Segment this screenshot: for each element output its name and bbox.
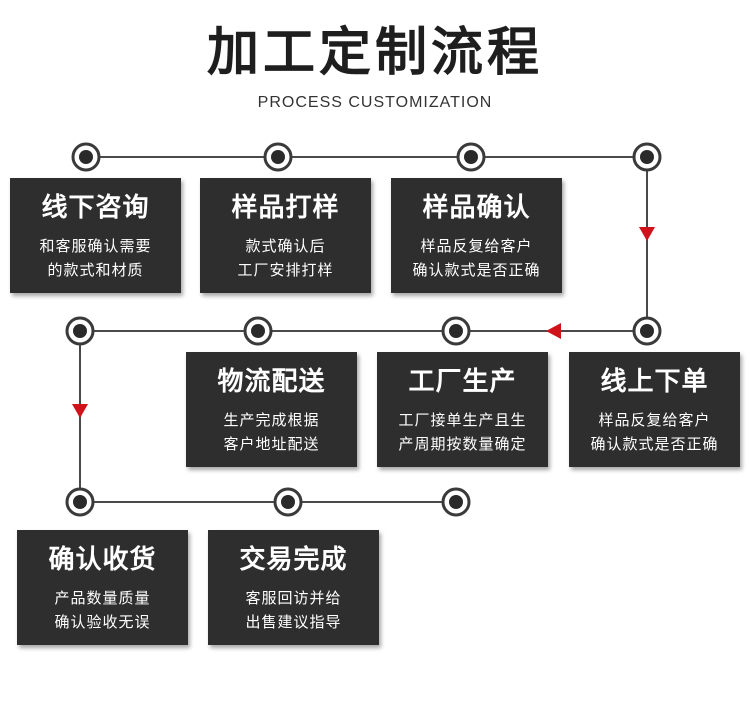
- page-title: 加工定制流程: [206, 23, 543, 83]
- step-card-complete: 交易完成 客服回访并给 出售建议指导: [208, 530, 379, 645]
- step-card-receipt: 确认收货 产品数量质量 确认验收无误: [17, 530, 188, 645]
- arrow-down-right: [639, 227, 655, 241]
- step-title: 物流配送: [217, 367, 326, 397]
- step-card-sample-making: 样品打样 款式确认后 工厂安排打样: [200, 178, 371, 293]
- step-desc-line: 工厂安排打样: [237, 261, 334, 279]
- step-desc-line: 出售建议指导: [245, 613, 342, 631]
- node-3-2: [273, 487, 303, 517]
- step-desc-line: 确认验收无误: [54, 613, 151, 631]
- step-card-production: 工厂生产 工厂接单生产且生 产周期按数量确定: [377, 352, 548, 467]
- arrow-down-left: [72, 404, 88, 418]
- node-2-2: [243, 316, 273, 346]
- node-2-1: [65, 316, 95, 346]
- arrow-left: [546, 323, 561, 339]
- step-desc-line: 客户地址配送: [223, 435, 320, 453]
- page-subtitle: PROCESS CUSTOMIZATION: [257, 94, 493, 111]
- node-1-4: [632, 142, 662, 172]
- step-desc-line: 和客服确认需要: [39, 237, 152, 255]
- step-desc-line: 确认款式是否正确: [412, 261, 541, 279]
- step-description: 生产完成根据 客户地址配送: [186, 408, 357, 456]
- step-card-sample-confirm: 样品确认 样品反复给客户 确认款式是否正确: [391, 178, 562, 293]
- step-title: 样品确认: [422, 193, 531, 223]
- step-desc-line: 的款式和材质: [47, 261, 144, 279]
- step-desc-line: 工厂接单生产且生: [398, 411, 527, 429]
- step-desc-line: 样品反复给客户: [420, 237, 533, 255]
- step-desc-line: 样品反复给客户: [598, 411, 711, 429]
- node-1-2: [263, 142, 293, 172]
- step-desc-line: 客服回访并给: [245, 589, 342, 607]
- step-desc-line: 确认款式是否正确: [590, 435, 719, 453]
- step-title: 线下咨询: [41, 193, 150, 223]
- step-description: 款式确认后 工厂安排打样: [200, 234, 371, 282]
- node-3-3: [441, 487, 471, 517]
- node-2-3: [441, 316, 471, 346]
- step-card-logistics: 物流配送 生产完成根据 客户地址配送: [186, 352, 357, 467]
- step-desc-line: 产品数量质量: [54, 589, 151, 607]
- step-card-order: 线上下单 样品反复给客户 确认款式是否正确: [569, 352, 740, 467]
- step-description: 产品数量质量 确认验收无误: [17, 586, 188, 634]
- step-title: 线上下单: [600, 367, 709, 397]
- node-1-1: [71, 142, 101, 172]
- step-description: 客服回访并给 出售建议指导: [208, 586, 379, 634]
- step-title: 工厂生产: [408, 367, 517, 397]
- step-title: 交易完成: [239, 545, 348, 575]
- step-description: 工厂接单生产且生 产周期按数量确定: [377, 408, 548, 456]
- node-1-3: [456, 142, 486, 172]
- step-title: 确认收货: [48, 545, 157, 575]
- step-description: 样品反复给客户 确认款式是否正确: [569, 408, 740, 456]
- step-card-consult: 线下咨询 和客服确认需要 的款式和材质: [10, 178, 181, 293]
- step-desc-line: 产周期按数量确定: [398, 435, 527, 453]
- step-description: 和客服确认需要 的款式和材质: [10, 234, 181, 282]
- step-desc-line: 生产完成根据: [223, 411, 320, 429]
- step-title: 样品打样: [231, 193, 340, 223]
- step-desc-line: 款式确认后: [245, 237, 326, 255]
- step-description: 样品反复给客户 确认款式是否正确: [391, 234, 562, 282]
- node-3-1: [65, 487, 95, 517]
- node-2-4: [632, 316, 662, 346]
